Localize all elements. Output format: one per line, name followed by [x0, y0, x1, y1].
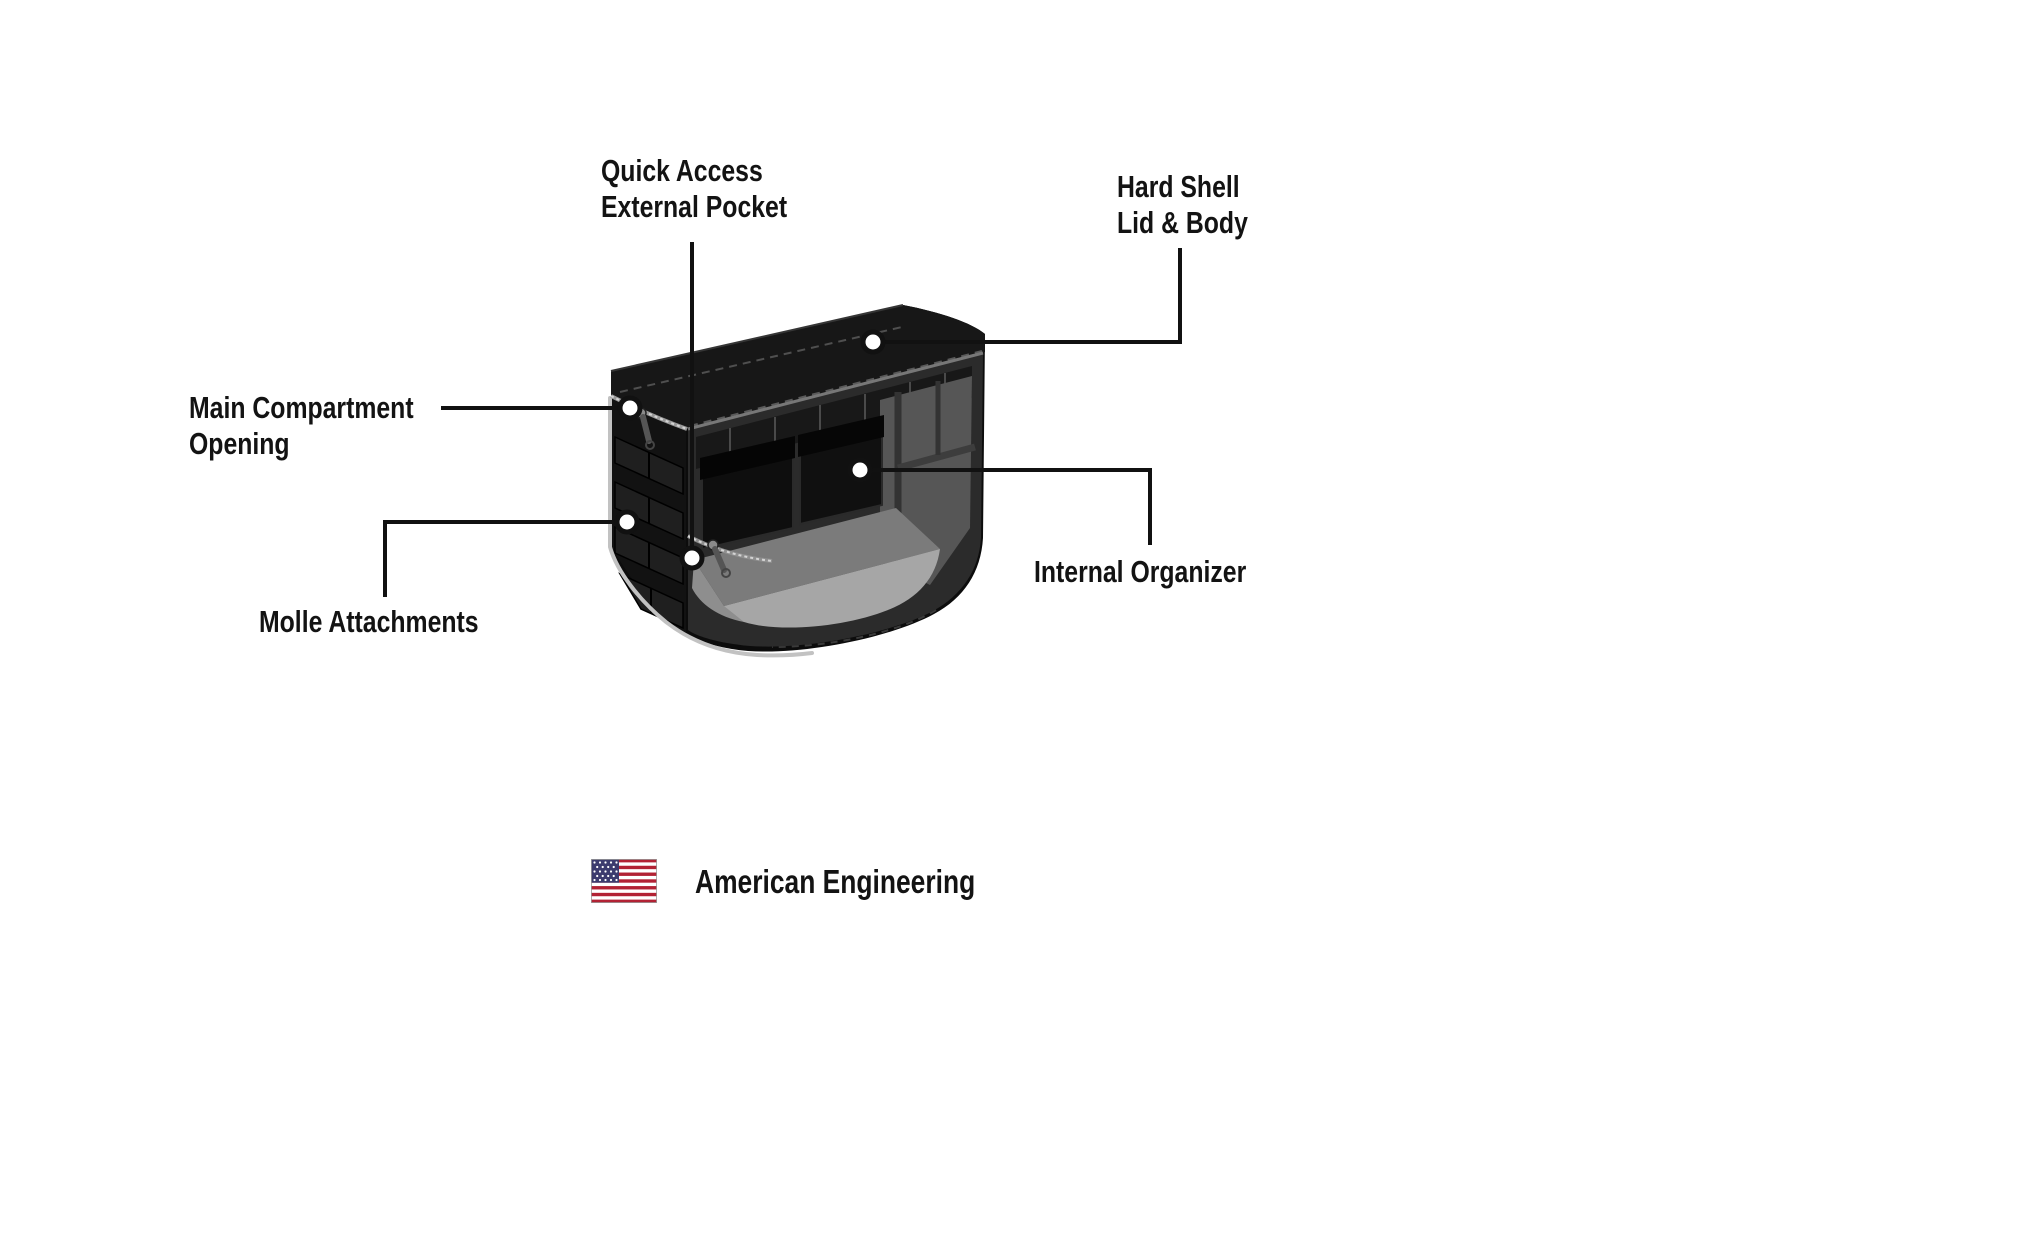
- callout-line-internal-organizer: [860, 468, 1152, 545]
- main-zipper-pull: [640, 414, 652, 444]
- bag-lid: [610, 304, 985, 429]
- pouch-left-flap: [700, 436, 795, 480]
- callout-dot-quick-access: [679, 545, 705, 571]
- callout-line-hard-shell: [873, 248, 1182, 344]
- callout-label-hard-shell: Hard Shell Lid & Body: [1117, 169, 1248, 240]
- flag-border: [591, 859, 657, 903]
- callout-label-internal-organizer: Internal Organizer: [1034, 554, 1247, 589]
- lid-band: [611, 305, 985, 429]
- internal-organizer-pouches: [700, 415, 884, 551]
- callout-dot-hard-shell: [860, 329, 886, 355]
- callout-lines: [383, 242, 1182, 597]
- pouch-right-flap: [798, 415, 884, 457]
- flag-white-stripes: [591, 862, 657, 900]
- opening-rim: [687, 351, 984, 431]
- callout-dot-main-compartment: [617, 395, 643, 421]
- callout-dot-molle: [614, 509, 640, 535]
- callout-label-molle: Molle Attachments: [259, 604, 479, 639]
- lid-stitch-line: [619, 326, 903, 393]
- bag-interior: [687, 351, 984, 647]
- molle-panel: [611, 394, 686, 637]
- callout-label-main-compartment: Main Compartment Opening: [189, 390, 414, 461]
- main-zipper-ring: [645, 440, 655, 450]
- callout-dot-internal-organizer: [847, 457, 873, 483]
- lid-top-highlight: [610, 304, 904, 372]
- floor-light: [724, 549, 940, 628]
- pocket-zipper-teeth: [687, 535, 773, 562]
- flag-stars: [593, 861, 618, 882]
- main-zipper-teeth: [610, 395, 688, 430]
- pocket-zipper-ring: [721, 568, 731, 578]
- callout-line-molle: [383, 520, 627, 597]
- footer-tagline: American Engineering: [695, 863, 976, 900]
- shelf-horizontal-frame: [897, 443, 976, 472]
- pocket-zipper: [687, 534, 773, 578]
- floor-dark: [694, 508, 940, 606]
- us-flag-icon: [591, 859, 657, 903]
- callout-dots: [614, 329, 886, 571]
- pocket-zipper-pull: [712, 546, 727, 573]
- callout-label-quick-access: Quick Access External Pocket: [601, 153, 788, 224]
- piping-edge: [608, 396, 814, 658]
- bottom-stitch: [771, 609, 937, 648]
